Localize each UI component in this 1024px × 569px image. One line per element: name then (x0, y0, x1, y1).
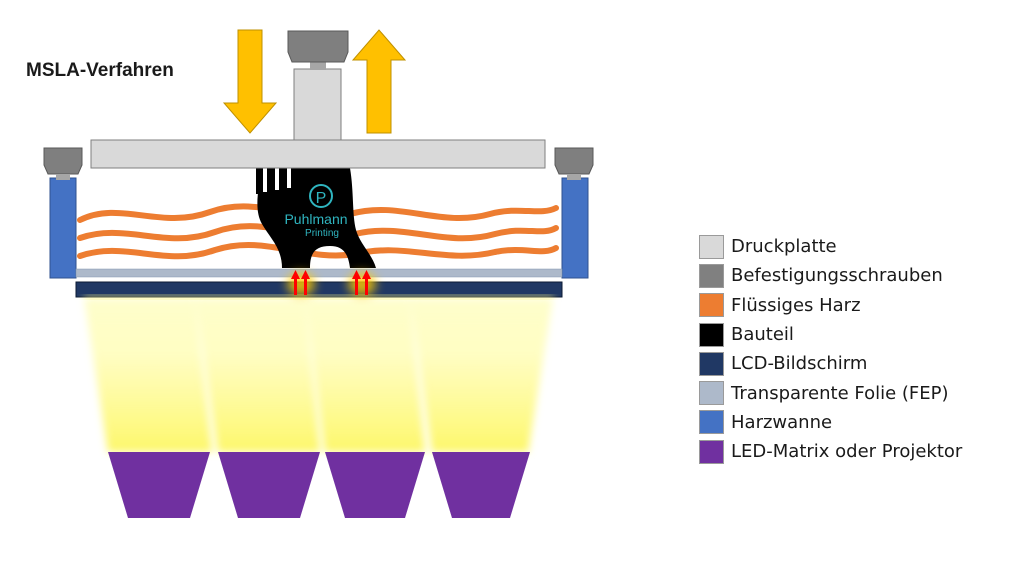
uv-arrows (287, 270, 376, 296)
legend-swatch (699, 351, 724, 376)
legend-item: Flüssiges Harz (699, 291, 962, 320)
legend-swatch (699, 263, 724, 288)
light-cone-1 (84, 298, 212, 452)
light-cone-4 (410, 298, 553, 452)
light-cone-2 (195, 298, 320, 452)
legend-item: Druckplatte (699, 232, 962, 261)
logo-monogram: P (316, 190, 327, 207)
legend-swatch (699, 410, 724, 435)
legend-label: Flüssiges Harz (731, 294, 861, 316)
led-matrix (108, 452, 530, 518)
diagram-title: MSLA-Verfahren (26, 60, 174, 81)
led-module-4 (432, 452, 530, 518)
fep-film (75, 268, 563, 278)
build-plate (90, 139, 546, 169)
uv-light-cones (84, 298, 553, 452)
lcd-screen (75, 281, 563, 298)
led-module-2 (218, 452, 320, 518)
legend-label: Befestigungsschrauben (731, 265, 943, 287)
legend-swatch (699, 381, 724, 406)
arrow-up (351, 29, 407, 134)
legend-swatch (699, 234, 724, 259)
legend-label: Druckplatte (731, 236, 837, 258)
arrow-down (222, 29, 278, 134)
legend-label: Harzwanne (731, 411, 833, 433)
legend-swatch (699, 322, 724, 347)
mounting-screw-left (43, 147, 83, 180)
lcd-glow (84, 295, 554, 299)
legend-item: Transparente Folie (FEP) (699, 378, 962, 407)
legend-item: Harzwanne (699, 408, 962, 437)
legend-item: LED-Matrix oder Projektor (699, 437, 962, 466)
mounting-screw-right (554, 147, 594, 180)
printed-part: P Puhlmann Printing (256, 168, 376, 268)
z-axis-carriage (287, 30, 349, 141)
logo-text-line2: Printing (305, 228, 339, 239)
legend-swatch (699, 293, 724, 318)
legend-swatch (699, 439, 724, 464)
legend-item: Befestigungsschrauben (699, 261, 962, 290)
logo: P Puhlmann Printing (284, 184, 348, 239)
legend-label: LCD-Bildschirm (731, 353, 868, 375)
vat-wall-left (49, 177, 77, 279)
legend-label: Transparente Folie (FEP) (731, 382, 949, 404)
vat-wall-right (561, 177, 589, 279)
legend-item: LCD-Bildschirm (699, 349, 962, 378)
led-module-3 (325, 452, 425, 518)
light-cone-3 (305, 298, 425, 452)
legend-label: LED-Matrix oder Projektor (731, 441, 963, 463)
led-module-1 (108, 452, 210, 518)
legend-label: Bauteil (731, 324, 794, 346)
legend-item: Bauteil (699, 320, 962, 349)
logo-text-line1: Puhlmann (284, 211, 347, 227)
